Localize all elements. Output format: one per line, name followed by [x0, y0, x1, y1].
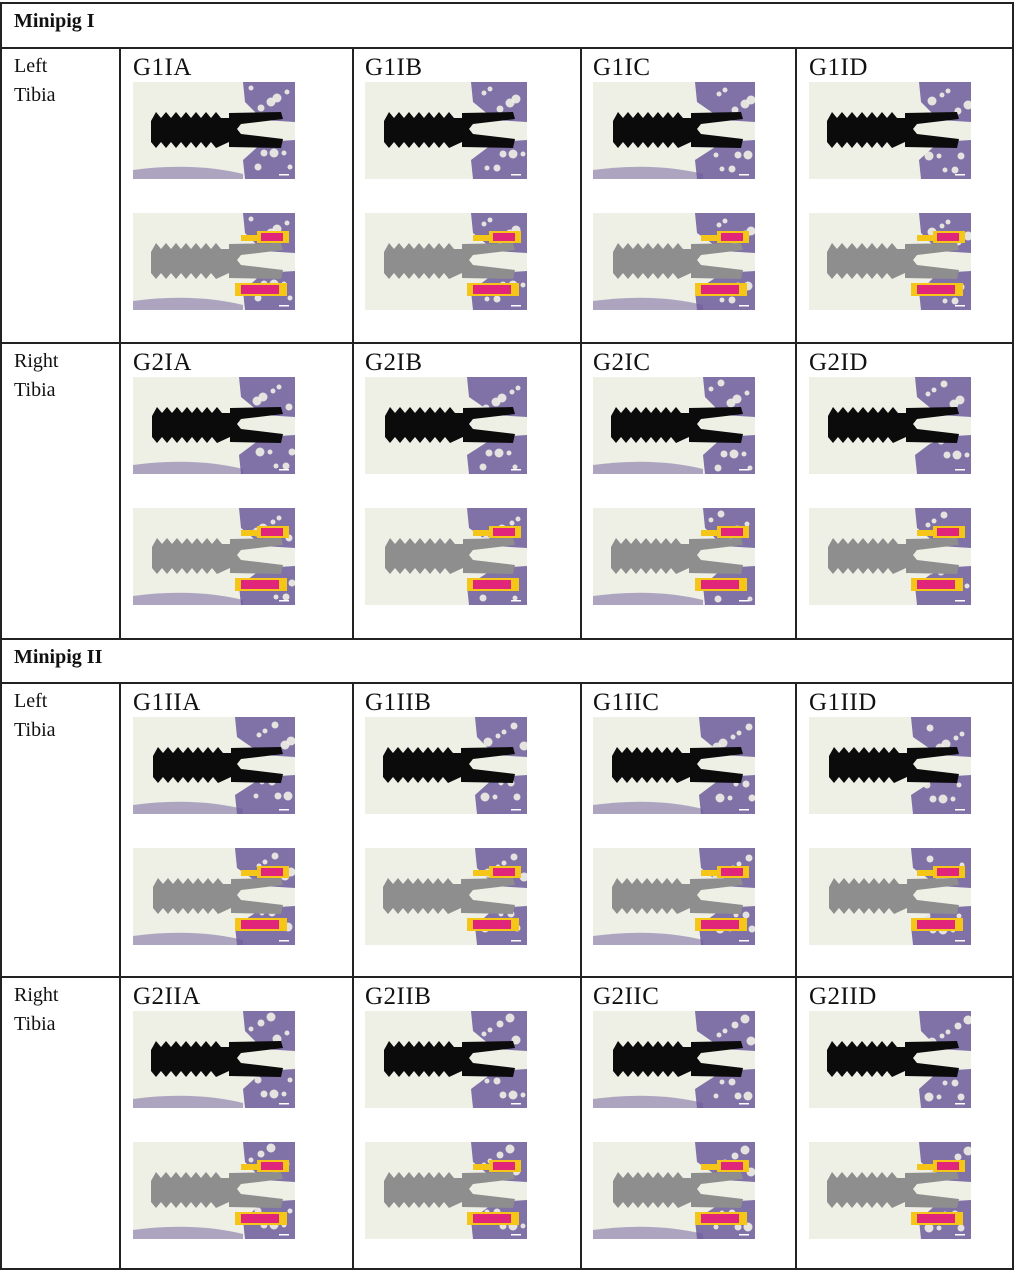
sample-label: G1IID: [809, 689, 877, 716]
histology-image: [365, 82, 527, 179]
column-divider: [580, 342, 582, 638]
column-divider: [580, 47, 582, 343]
histology-image: [365, 1011, 527, 1108]
histology-image: [593, 717, 755, 814]
row-divider: [0, 47, 1014, 49]
column-divider: [352, 976, 354, 1269]
histology-image: [593, 82, 755, 179]
histology-image: [133, 82, 295, 179]
bone-contact-overlay-image: [593, 508, 755, 605]
column-divider: [795, 342, 797, 638]
section-header: Minipig I: [0, 2, 1014, 48]
row-divider: [0, 682, 1014, 684]
tibia-row: Right Tibia G2IIA G2IIB G2IIC G2IID: [0, 976, 1014, 1269]
side-label: Right Tibia: [14, 350, 59, 401]
histology-image: [133, 1011, 295, 1108]
sample-label: G2IB: [365, 349, 423, 376]
row-divider: [0, 342, 1014, 344]
column-divider: [352, 47, 354, 343]
histology-image: [593, 377, 755, 474]
table-bottom-border: [0, 1268, 1014, 1270]
histology-image: [809, 717, 971, 814]
tibia-row: Right Tibia G2IA G2IB G2IC G2ID: [0, 342, 1014, 638]
tibia-row: Left Tibia G1IA G1IB G1IC G1ID: [0, 47, 1014, 343]
histology-image: [365, 377, 527, 474]
bone-contact-overlay-image: [809, 848, 971, 945]
side-label: Right Tibia: [14, 984, 59, 1035]
sample-label: G2IA: [133, 349, 192, 376]
column-divider: [119, 342, 121, 638]
bone-contact-overlay-image: [809, 1142, 971, 1239]
sample-label: G1ID: [809, 54, 868, 81]
tibia-row: Left Tibia G1IIA G1IIB G1IIC G1IID: [0, 682, 1014, 977]
histology-image: [809, 82, 971, 179]
column-divider: [795, 47, 797, 343]
column-divider: [119, 976, 121, 1269]
bone-contact-overlay-image: [809, 213, 971, 310]
bone-contact-overlay-image: [593, 848, 755, 945]
sample-label: G2ID: [809, 349, 868, 376]
sample-label: G2IIC: [593, 983, 660, 1010]
side-label: Left Tibia: [14, 55, 56, 106]
sample-label: G2IIA: [133, 983, 201, 1010]
histology-image: [133, 377, 295, 474]
bone-contact-overlay-image: [365, 1142, 527, 1239]
bone-contact-overlay-image: [365, 848, 527, 945]
sample-label: G2IID: [809, 983, 877, 1010]
column-divider: [119, 47, 121, 343]
bone-contact-overlay-image: [365, 213, 527, 310]
histology-image: [809, 1011, 971, 1108]
column-divider: [795, 976, 797, 1269]
column-divider: [119, 682, 121, 977]
row-divider: [0, 976, 1014, 978]
column-divider: [580, 976, 582, 1269]
sample-label: G1IIB: [365, 689, 432, 716]
bone-contact-overlay-image: [133, 1142, 295, 1239]
sample-label: G1IC: [593, 54, 651, 81]
histology-image: [809, 377, 971, 474]
column-divider: [352, 342, 354, 638]
bone-contact-overlay-image: [593, 1142, 755, 1239]
column-divider: [352, 682, 354, 977]
bone-contact-overlay-image: [809, 508, 971, 605]
bone-contact-overlay-image: [133, 508, 295, 605]
side-label: Left Tibia: [14, 690, 56, 741]
section-title: Minipig II: [14, 646, 103, 668]
column-divider: [795, 682, 797, 977]
sample-label: G1IIC: [593, 689, 660, 716]
histology-image: [133, 717, 295, 814]
histology-image: [593, 1011, 755, 1108]
section-header: Minipig II: [0, 638, 1014, 684]
bone-contact-overlay-image: [365, 508, 527, 605]
histology-image: [365, 717, 527, 814]
column-divider: [580, 682, 582, 977]
sample-label: G1IB: [365, 54, 423, 81]
section-title: Minipig I: [14, 10, 95, 32]
bone-contact-overlay-image: [133, 213, 295, 310]
bone-contact-overlay-image: [593, 213, 755, 310]
sample-label: G1IIA: [133, 689, 201, 716]
sample-label: G1IA: [133, 54, 192, 81]
bone-contact-overlay-image: [133, 848, 295, 945]
sample-label: G2IIB: [365, 983, 432, 1010]
sample-label: G2IC: [593, 349, 651, 376]
